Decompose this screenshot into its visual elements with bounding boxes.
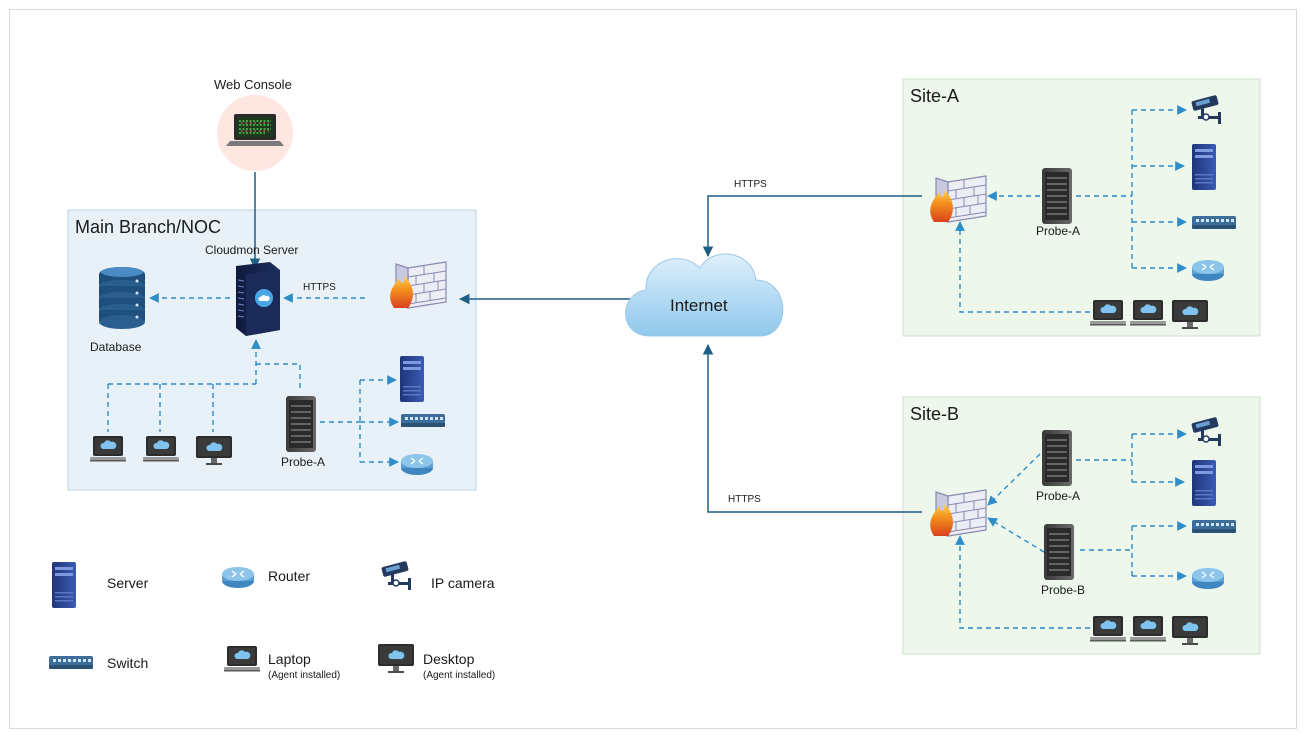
legend-router-icon bbox=[221, 566, 255, 589]
legend-laptop-label: Laptop bbox=[268, 651, 311, 667]
main-branch-zone bbox=[67, 209, 477, 491]
site-a-firewall-icon bbox=[929, 175, 987, 223]
site-b-probe-b-label: Probe-B bbox=[1041, 583, 1086, 597]
site-a-to-internet-link bbox=[702, 195, 922, 258]
site-b-switch-icon bbox=[1192, 520, 1236, 533]
database-label: Database bbox=[90, 340, 142, 354]
legend-router-label: Router bbox=[268, 568, 311, 584]
legend-desktop-note: (Agent installed) bbox=[423, 670, 496, 681]
site-b-probe-a-rack-icon bbox=[1041, 429, 1073, 487]
main-probe-label: Probe-A bbox=[281, 455, 326, 469]
https-links bbox=[249, 172, 922, 513]
legend-desktop-icon bbox=[378, 644, 414, 673]
main-laptop-1-icon bbox=[90, 436, 126, 462]
site-b-laptop-1-icon bbox=[1090, 616, 1126, 642]
legend-server-icon bbox=[52, 562, 76, 608]
main-switch-icon bbox=[401, 414, 445, 427]
internet-cloud-icon bbox=[625, 253, 784, 337]
main-branch-title: Main Branch/NOC bbox=[75, 217, 222, 237]
site-b-laptop-2-icon bbox=[1130, 616, 1166, 642]
site-a-switch-icon bbox=[1192, 216, 1236, 229]
legend-camera-label: IP camera bbox=[431, 575, 495, 591]
cloudmon-server-icon bbox=[236, 262, 280, 336]
legend-desktop-label: Desktop bbox=[423, 651, 475, 667]
main-laptop-2-icon bbox=[143, 436, 179, 462]
site-b-firewall-icon bbox=[929, 489, 987, 537]
site-b-probe-b-rack-icon bbox=[1043, 523, 1075, 581]
site-a-server-icon bbox=[1192, 144, 1216, 190]
internal-links bbox=[107, 105, 1187, 629]
main-firewall-icon bbox=[389, 261, 447, 309]
site-a-probe-rack-icon bbox=[1041, 167, 1073, 225]
site-b-https-label: HTTPS bbox=[728, 494, 761, 505]
main-https-label: HTTPS bbox=[303, 282, 336, 293]
cloudmon-server-label: Cloudmon Server bbox=[205, 243, 299, 257]
web-console-node bbox=[217, 95, 293, 171]
site-a-title: Site-A bbox=[910, 86, 960, 106]
legend-camera-icon bbox=[380, 560, 412, 591]
site-a-router-icon bbox=[1191, 259, 1225, 282]
internet-label: Internet bbox=[670, 296, 728, 315]
database-icon bbox=[99, 267, 145, 329]
main-router-icon bbox=[400, 453, 434, 476]
site-b-probe-a-label: Probe-A bbox=[1036, 489, 1081, 503]
site-b-router-icon bbox=[1191, 567, 1225, 590]
legend-laptop-note: (Agent installed) bbox=[268, 670, 341, 681]
site-b-to-internet-link bbox=[702, 343, 922, 513]
web-console-label: Web Console bbox=[214, 77, 292, 92]
diagram-frame bbox=[9, 9, 1297, 729]
legend-server-label: Server bbox=[107, 575, 149, 591]
main-server-icon bbox=[400, 356, 424, 402]
laptop-icon bbox=[226, 114, 284, 146]
site-a-probe-label: Probe-A bbox=[1036, 224, 1081, 238]
site-a-laptop-1-icon bbox=[1090, 300, 1126, 326]
site-a-laptop-2-icon bbox=[1130, 300, 1166, 326]
legend-laptop-icon bbox=[224, 646, 260, 672]
main-probe-rack-icon bbox=[285, 395, 317, 453]
legend-switch-label: Switch bbox=[107, 655, 149, 671]
site-b-server-icon bbox=[1192, 460, 1216, 506]
legend-switch-icon bbox=[49, 656, 93, 669]
site-b-title: Site-B bbox=[910, 404, 960, 424]
site-a-https-label: HTTPS bbox=[734, 179, 767, 190]
